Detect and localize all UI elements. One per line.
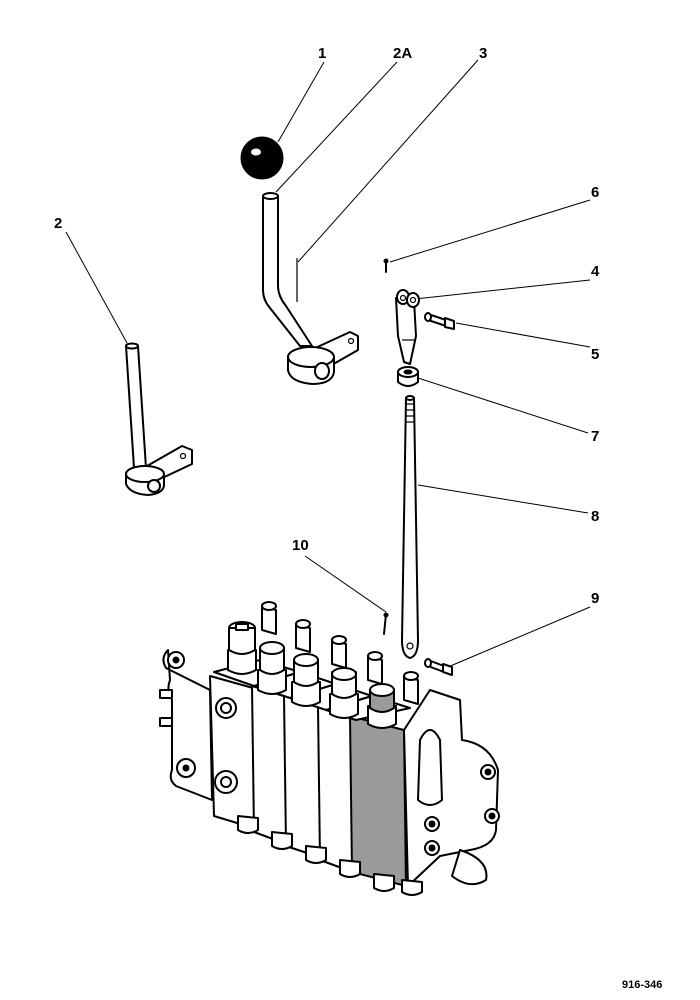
- rod-part-8: [401, 395, 419, 659]
- nut-part-7: [397, 366, 419, 387]
- leader-4: [414, 279, 591, 300]
- control-valve-block: [159, 601, 500, 896]
- clevis-pin-part-5: [424, 312, 455, 330]
- leader-6: [389, 199, 591, 263]
- callout-9: 9: [591, 590, 599, 607]
- spool-linkage-eyes: [261, 601, 419, 705]
- callout-8: 8: [591, 508, 599, 525]
- split-pin-part-10: [383, 612, 389, 635]
- leader-lines: [65, 59, 591, 668]
- leader-2: [65, 231, 128, 344]
- lever-part-2a: [262, 192, 359, 385]
- callout-7: 7: [591, 428, 599, 445]
- callout-2: 2: [54, 215, 62, 232]
- leader-9: [447, 606, 591, 668]
- clevis-part-4: [395, 289, 420, 365]
- callout-5: 5: [591, 346, 599, 363]
- callout-2a: 2A: [393, 45, 412, 62]
- split-pin-part-6: [383, 258, 389, 273]
- callout-3: 3: [479, 45, 487, 62]
- callout-labels: 1 2A 3 2 6 4 5 7 8 10 9: [54, 45, 600, 607]
- leader-7: [417, 377, 589, 434]
- callout-10: 10: [292, 537, 309, 554]
- bottom-ports: [237, 815, 423, 896]
- leader-8: [417, 484, 589, 514]
- knob-part-1: [240, 136, 284, 180]
- lever-part-2: [125, 342, 193, 496]
- leader-3: [297, 59, 479, 263]
- bolt-part-9: [424, 658, 453, 676]
- leader-5: [455, 322, 591, 348]
- callout-4: 4: [591, 263, 600, 280]
- callout-1: 1: [318, 45, 326, 62]
- spool-caps: [227, 621, 397, 729]
- callout-6: 6: [591, 184, 599, 201]
- figure-reference: 916-346: [622, 979, 662, 991]
- leader-10: [304, 555, 387, 613]
- leader-2a: [275, 61, 398, 193]
- leader-1: [277, 61, 325, 143]
